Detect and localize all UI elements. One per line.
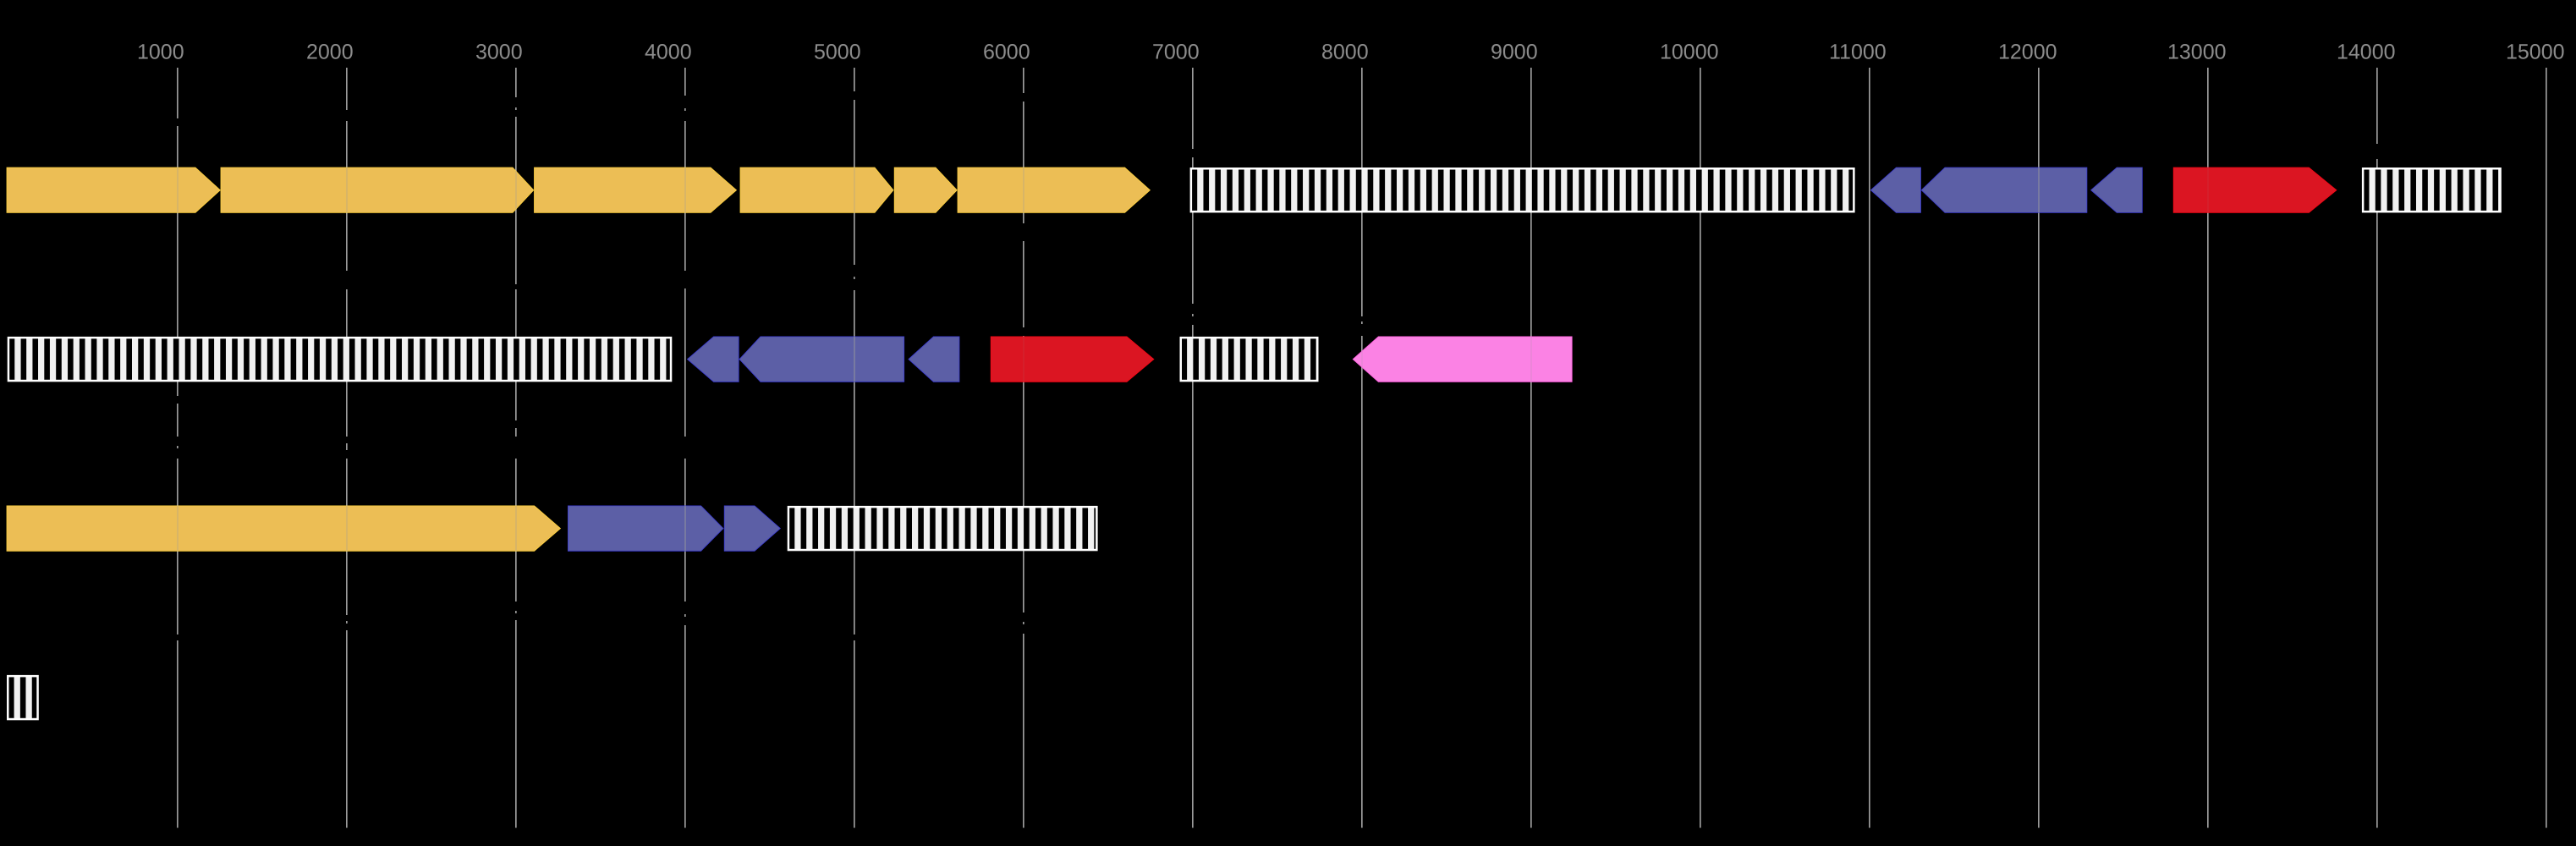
svg-text:9000: 9000 xyxy=(1491,41,1538,64)
svg-text:4000: 4000 xyxy=(645,41,692,64)
svg-text:1000: 1000 xyxy=(137,41,184,64)
svg-text:7000: 7000 xyxy=(1152,41,1200,64)
svg-text:13000: 13000 xyxy=(2167,41,2227,64)
svg-text:8000: 8000 xyxy=(1321,41,1369,64)
svg-text:2000: 2000 xyxy=(306,41,354,64)
svg-text:11000: 11000 xyxy=(1829,41,1887,64)
svg-text:14000: 14000 xyxy=(2337,41,2396,64)
svg-text:3000: 3000 xyxy=(475,41,523,64)
svg-text:15000: 15000 xyxy=(2506,41,2565,64)
svg-text:12000: 12000 xyxy=(1998,41,2057,64)
svg-text:10000: 10000 xyxy=(1660,41,1719,64)
svg-text:5000: 5000 xyxy=(814,41,861,64)
svg-text:6000: 6000 xyxy=(983,41,1030,64)
